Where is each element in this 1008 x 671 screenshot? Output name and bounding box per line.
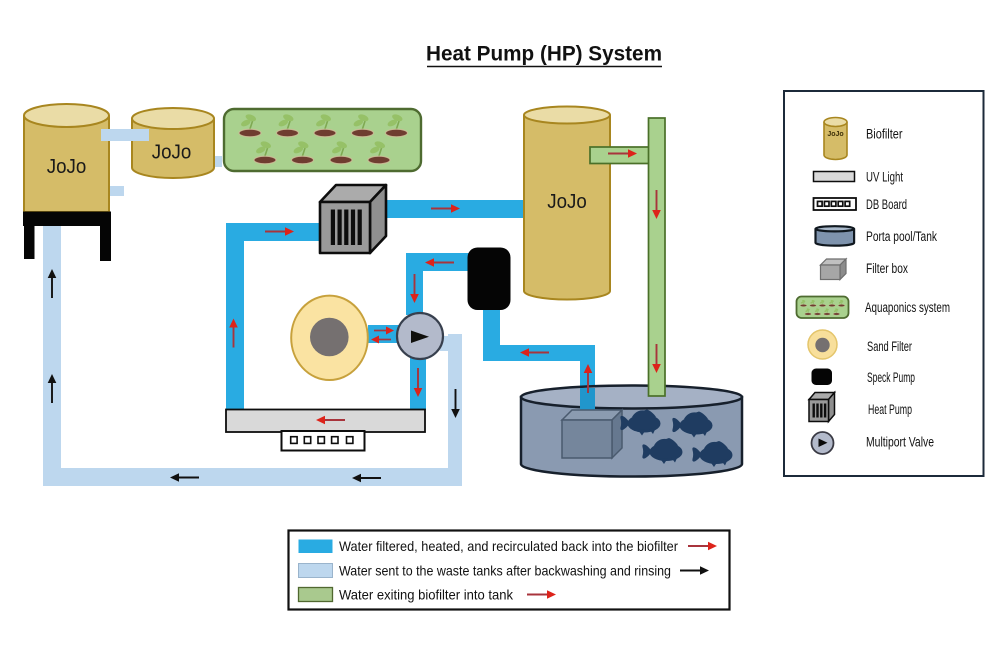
svg-text:JoJo: JoJo xyxy=(47,156,87,178)
svg-text:Water exiting biofilter into t: Water exiting biofilter into tank xyxy=(339,587,513,602)
svg-text:JoJo: JoJo xyxy=(152,142,192,164)
svg-text:Porta pool/Tank: Porta pool/Tank xyxy=(866,229,937,244)
svg-text:Filter box: Filter box xyxy=(866,261,908,276)
svg-text:Heat Pump (HP) System: Heat Pump (HP) System xyxy=(426,42,662,66)
svg-text:UV Light: UV Light xyxy=(866,169,903,184)
svg-text:Speck Pump: Speck Pump xyxy=(867,370,915,385)
svg-text:Multiport Valve: Multiport Valve xyxy=(866,434,934,449)
svg-text:Water sent to the waste tanks: Water sent to the waste tanks after back… xyxy=(339,563,671,578)
svg-text:Aquaponics system: Aquaponics system xyxy=(865,300,950,315)
svg-text:JoJo: JoJo xyxy=(827,131,843,138)
svg-text:JoJo: JoJo xyxy=(547,191,587,213)
svg-text:Water filtered, heated, and re: Water filtered, heated, and recirculated… xyxy=(339,539,678,554)
svg-text:DB Board: DB Board xyxy=(866,197,907,212)
svg-text:Biofilter: Biofilter xyxy=(866,127,903,142)
svg-text:Heat Pump: Heat Pump xyxy=(868,402,912,417)
svg-text:Sand Filter: Sand Filter xyxy=(867,339,912,354)
